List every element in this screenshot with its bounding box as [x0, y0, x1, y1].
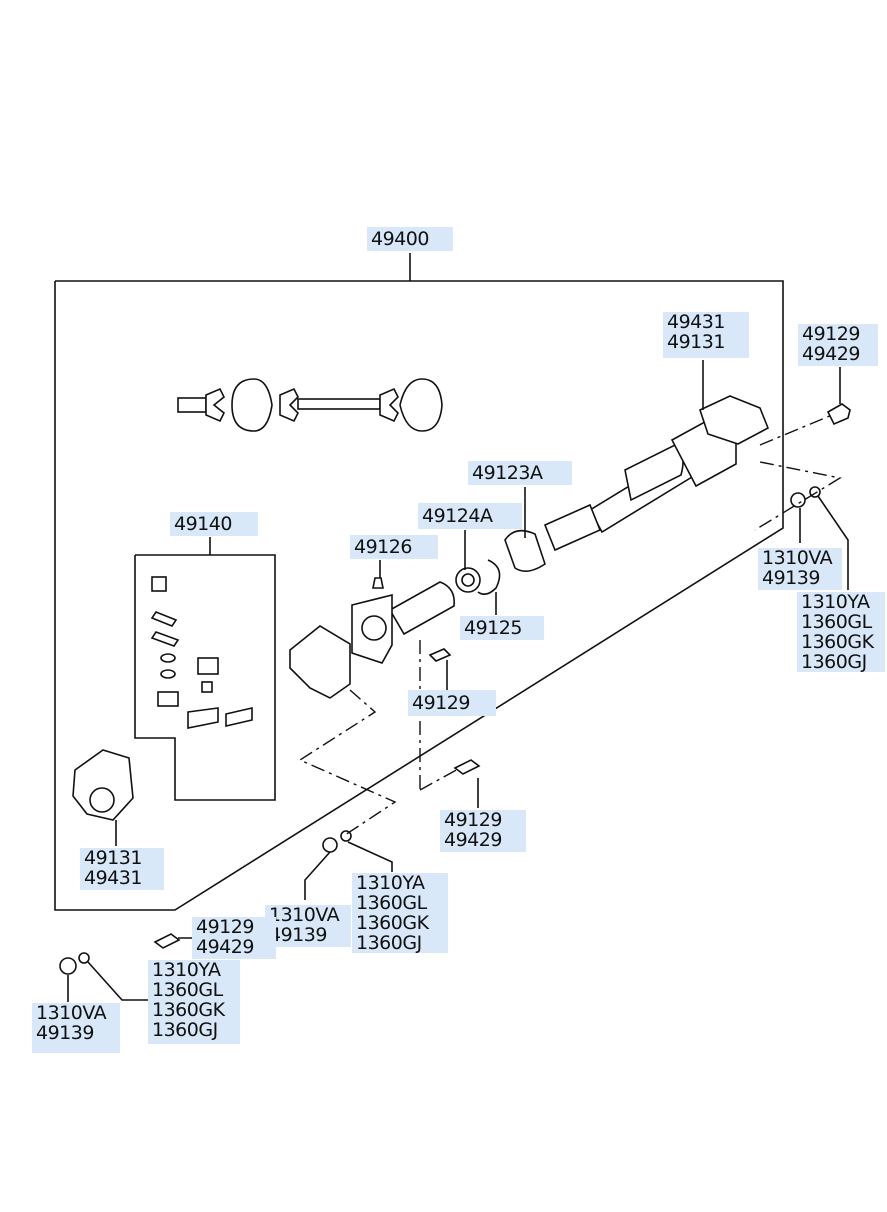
callout-49124A: 49124A	[418, 503, 522, 529]
nut-middle	[322, 837, 338, 853]
bolt-right	[826, 403, 851, 426]
callout-nut-right: 1310VA 49139	[758, 548, 842, 590]
callout-49400: 49400	[367, 227, 453, 251]
washer-bottom	[78, 952, 90, 964]
callout-nut-mid: 1310VA 49139	[265, 905, 351, 947]
snap-ring-49125	[477, 559, 501, 596]
nut-bottom	[59, 957, 77, 975]
callout-49123A: 49123A	[468, 461, 572, 485]
flange-tube	[289, 581, 456, 699]
callout-washer-bottom: 1310YA 1360GL 1360GK 1360GJ	[148, 960, 240, 1044]
assembly-frame	[54, 280, 784, 911]
boot-illustration	[177, 378, 443, 432]
callout-yoke-top: 49431 49131	[663, 312, 749, 358]
bearing-49124A	[455, 567, 481, 593]
callout-washer-mid: 1310YA 1360GL 1360GK 1360GJ	[352, 873, 448, 953]
callout-flange-bolt: 49129	[408, 690, 496, 716]
nut-right	[790, 492, 806, 508]
main-shaft	[504, 395, 770, 572]
callout-49140: 49140	[170, 512, 258, 536]
callout-yoke-bottom: 49131 49431	[80, 848, 164, 890]
callout-bolt-bottom: 49129 49429	[192, 917, 276, 959]
callout-49125: 49125	[460, 616, 544, 640]
callout-nut-bottom: 1310VA 49139	[32, 1003, 120, 1053]
bolt-middle	[453, 759, 481, 775]
kit-frame	[134, 554, 276, 801]
callout-bolt-mid: 49129 49429	[440, 810, 526, 852]
grease-nipple-49126	[372, 577, 384, 589]
callout-49126: 49126	[350, 535, 438, 559]
kit-parts	[150, 576, 253, 729]
yoke-bottom	[72, 749, 134, 821]
callout-bolt-top-right: 49129 49429	[798, 324, 878, 366]
callout-washer-right: 1310YA 1360GL 1360GK 1360GJ	[797, 592, 885, 672]
bolt-flange	[428, 648, 452, 662]
bolt-bottom	[153, 933, 181, 949]
